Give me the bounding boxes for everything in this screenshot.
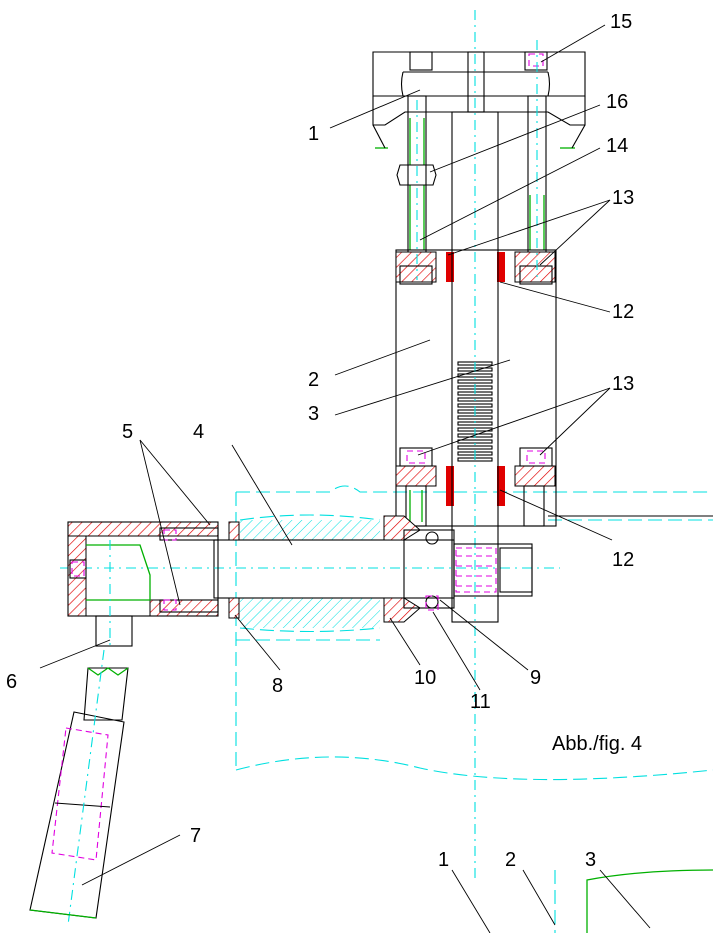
callout-3: 3 bbox=[308, 403, 319, 425]
callout-5: 5 bbox=[122, 421, 133, 443]
rack-tooth bbox=[457, 379, 493, 384]
callout-2: 2 bbox=[308, 369, 319, 391]
column-housing bbox=[395, 249, 557, 527]
callout-16: 16 bbox=[606, 91, 628, 113]
handle-grip bbox=[29, 649, 129, 926]
callout-10: 10 bbox=[414, 667, 436, 689]
callout-12-lower: 12 bbox=[612, 549, 634, 571]
callout-12-upper: 12 bbox=[612, 301, 634, 323]
callout-6: 6 bbox=[6, 671, 17, 693]
vertical-bolts bbox=[396, 95, 547, 267]
shaft-assembly bbox=[60, 514, 560, 633]
callout-2-detail: 2 bbox=[505, 849, 516, 871]
callout-3-detail: 3 bbox=[585, 849, 596, 871]
handle-head bbox=[67, 521, 219, 650]
callout-1-detail: 1 bbox=[438, 849, 449, 871]
callout-13-lower: 13 bbox=[612, 373, 634, 395]
figure-caption: Abb./fig. 4 bbox=[552, 733, 642, 755]
rack-tooth bbox=[457, 415, 493, 420]
callout-14: 14 bbox=[606, 135, 628, 157]
callout-11: 11 bbox=[470, 691, 491, 713]
callout-8: 8 bbox=[272, 675, 283, 697]
rack-tooth bbox=[457, 439, 493, 444]
callout-7: 7 bbox=[190, 825, 201, 847]
bottom-detail bbox=[554, 869, 713, 933]
callout-1: 1 bbox=[308, 123, 319, 145]
callout-9: 9 bbox=[530, 667, 541, 689]
clamp-block-top bbox=[372, 51, 586, 149]
callout-15: 15 bbox=[610, 11, 632, 33]
leader-lines bbox=[39, 24, 651, 933]
callout-4: 4 bbox=[193, 421, 204, 443]
callout-labels: 15 1 16 14 13 12 2 3 13 5 4 12 6 8 10 9 … bbox=[6, 11, 634, 871]
rack-tooth bbox=[457, 445, 493, 450]
callout-13-upper: 13 bbox=[612, 187, 634, 209]
